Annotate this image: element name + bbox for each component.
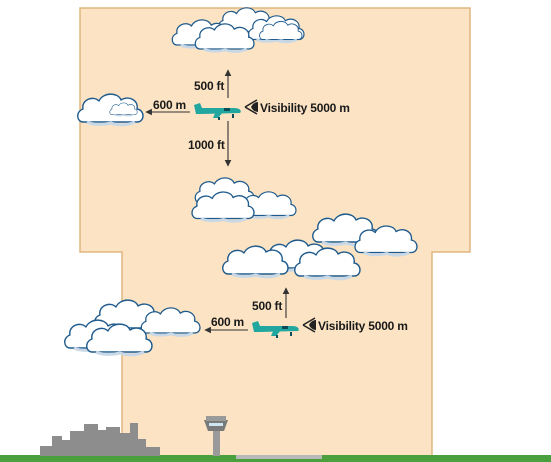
aircraft-icon [194, 103, 241, 120]
distance-arrows-lower [204, 287, 290, 334]
upper-vertical-above-label: 500 ft [194, 79, 225, 93]
city-skyline-icon [40, 423, 160, 456]
airspace-region [79, 7, 471, 459]
upper-vertical-below-label: 1000 ft [188, 138, 225, 152]
runway [236, 455, 322, 459]
lower-visibility-label: Visibility 5000 m [318, 319, 408, 333]
aircraft-icon [252, 321, 299, 338]
upper-horizontal-label: 600 m [153, 98, 187, 112]
control-tower-icon [204, 416, 228, 456]
lower-horizontal-label: 600 m [211, 315, 245, 329]
distance-arrows-upper [145, 69, 232, 167]
upper-visibility-label: Visibility 5000 m [260, 101, 350, 115]
eye-icon [244, 99, 258, 115]
lower-vertical-above-label: 500 ft [252, 299, 283, 313]
eye-icon [302, 317, 316, 333]
